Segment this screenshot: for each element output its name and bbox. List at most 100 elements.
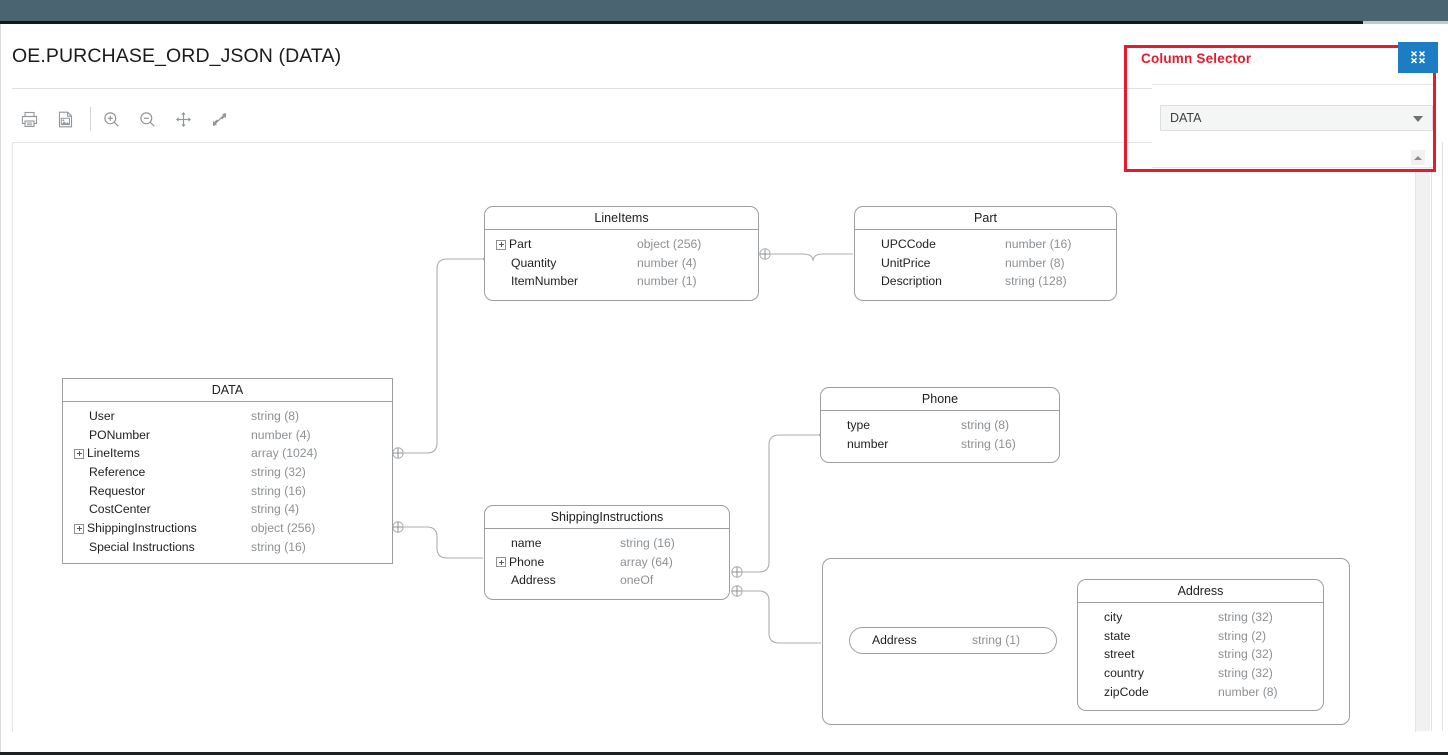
page-bottom-border [0, 752, 1448, 755]
node-field-row[interactable]: User string (8) [63, 407, 392, 426]
node-field-row[interactable]: state string (2) [1078, 627, 1323, 646]
toolbar-separator [90, 107, 91, 131]
field-type: string (8) [251, 409, 300, 423]
field-name: Requestor [89, 483, 146, 498]
node-field-row[interactable]: ShippingInstructions object (256) [63, 519, 392, 538]
node-phone[interactable]: Phone type string (8) number string (16) [820, 387, 1060, 463]
node-fields: city string (32) state string (2) street… [1078, 603, 1323, 707]
zoom-out-icon[interactable] [130, 100, 164, 138]
field-name: PONumber [89, 427, 150, 442]
oneof-group-address [822, 558, 1350, 725]
field-type: object (256) [637, 237, 702, 251]
field-name: User [89, 409, 115, 423]
field-name: Address [511, 573, 556, 588]
field-type: string (16) [251, 483, 306, 498]
node-field-row[interactable]: name string (16) [485, 534, 729, 553]
field-name: state [1104, 628, 1131, 643]
node-lineitems[interactable]: LineItems Part object (256) Quantity num… [484, 206, 759, 301]
node-field-row[interactable]: Phone array (64) [485, 553, 729, 572]
field-name: type [847, 418, 871, 432]
field-type: number (8) [1218, 684, 1278, 699]
column-selector-dropdown[interactable]: DATA [1160, 105, 1433, 131]
node-field-row[interactable]: Description string (128) [855, 272, 1116, 291]
field-type: string (32) [1218, 666, 1273, 681]
field-name: country [1104, 666, 1144, 681]
node-field-row[interactable]: ItemNumber number (1) [485, 272, 758, 291]
field-name: city [1104, 610, 1123, 624]
node-fields: type string (8) number string (16) [821, 411, 1059, 459]
node-field-row[interactable]: Address oneOf [485, 571, 729, 590]
field-name: Special Instructions [89, 539, 195, 554]
node-field-row[interactable]: zipCode number (8) [1078, 683, 1323, 702]
node-field-row[interactable]: Part object (256) [485, 235, 758, 254]
field-name: CostCenter [89, 502, 151, 517]
node-field-row[interactable]: number string (16) [821, 435, 1059, 454]
field-type: string (16) [251, 539, 306, 554]
field-type: array (64) [620, 554, 673, 569]
page-vertical-scrollbar[interactable] [1431, 142, 1443, 731]
restore-window-button[interactable] [1398, 42, 1438, 73]
node-field-row[interactable]: PONumber number (4) [63, 426, 392, 445]
node-field-row[interactable]: UnitPrice number (8) [855, 254, 1116, 273]
field-type: string (8) [961, 418, 1010, 432]
node-part[interactable]: Part UPCCode number (16) UnitPrice numbe… [854, 206, 1117, 301]
page-title: OE.PURCHASE_ORD_JSON (DATA) [12, 45, 342, 67]
field-name: Address [872, 633, 917, 647]
field-name: number [847, 436, 889, 451]
node-field-row[interactable]: type string (8) [821, 416, 1059, 435]
node-title: Address [1078, 580, 1323, 603]
node-address-object[interactable]: Address city string (32) state string (2… [1077, 579, 1324, 711]
node-field-row[interactable]: city string (32) [1078, 608, 1323, 627]
node-field-row[interactable]: LineItems array (1024) [63, 444, 392, 463]
field-name: UnitPrice [881, 255, 931, 270]
node-field-row[interactable]: Reference string (32) [63, 463, 392, 482]
canvas-vertical-scrollbar[interactable] [1415, 142, 1430, 731]
node-data-root[interactable]: DATA User string (8) PONumber number (4)… [62, 378, 393, 564]
expand-icon[interactable] [74, 523, 84, 534]
panel-scroll-up-button[interactable] [1411, 150, 1425, 165]
field-type: string (4) [251, 502, 300, 517]
node-address-scalar[interactable]: Address string (1) [849, 627, 1057, 654]
field-name: Phone [509, 554, 545, 569]
expand-icon[interactable] [74, 448, 84, 459]
node-field-row[interactable]: Quantity number (4) [485, 254, 758, 273]
node-fields: Part object (256) Quantity number (4) It… [485, 230, 758, 297]
fit-screen-icon[interactable] [202, 100, 236, 138]
node-title: ShippingInstructions [485, 506, 729, 529]
field-name: UPCCode [881, 237, 936, 251]
node-field-row[interactable]: country string (32) [1078, 664, 1323, 683]
node-field-row[interactable]: Special Instructions string (16) [63, 538, 392, 557]
title-divider [12, 88, 1436, 89]
pan-icon[interactable] [166, 100, 200, 138]
field-type: string (32) [251, 465, 306, 480]
expand-icon[interactable] [496, 557, 506, 568]
node-shippinginstructions[interactable]: ShippingInstructions name string (16) Ph… [484, 505, 730, 600]
zoom-in-icon[interactable] [94, 100, 128, 138]
field-type: oneOf [620, 573, 654, 588]
node-field-row[interactable]: UPCCode number (16) [855, 235, 1116, 254]
diagram-canvas[interactable]: LineItems Part object (256) Quantity num… [12, 142, 1416, 732]
window-title-bar [0, 0, 1448, 21]
expand-icon[interactable] [496, 239, 506, 250]
field-type: number (8) [1005, 255, 1065, 270]
node-title: Part [855, 207, 1116, 230]
node-field-row[interactable]: CostCenter string (4) [63, 500, 392, 519]
field-name: street [1104, 647, 1135, 662]
node-title: DATA [63, 379, 392, 402]
chevron-down-icon [1413, 116, 1423, 122]
page-left-border [0, 24, 1, 755]
title-bar-underline-right [1363, 21, 1448, 24]
print-icon[interactable] [12, 100, 46, 138]
node-fields: User string (8) PONumber number (4) Line… [63, 402, 392, 563]
node-fields: name string (16) Phone array (64) Addres… [485, 529, 729, 596]
field-type: string (32) [1218, 647, 1273, 662]
node-field-row[interactable]: street string (32) [1078, 645, 1323, 664]
field-type: string (32) [1218, 610, 1273, 624]
save-image-icon[interactable] [48, 100, 82, 138]
field-type: number (1) [637, 274, 697, 289]
node-field-row[interactable]: Requestor string (16) [63, 482, 392, 501]
field-name: Description [881, 274, 942, 289]
field-type: array (1024) [251, 446, 318, 461]
field-name: name [511, 536, 542, 550]
